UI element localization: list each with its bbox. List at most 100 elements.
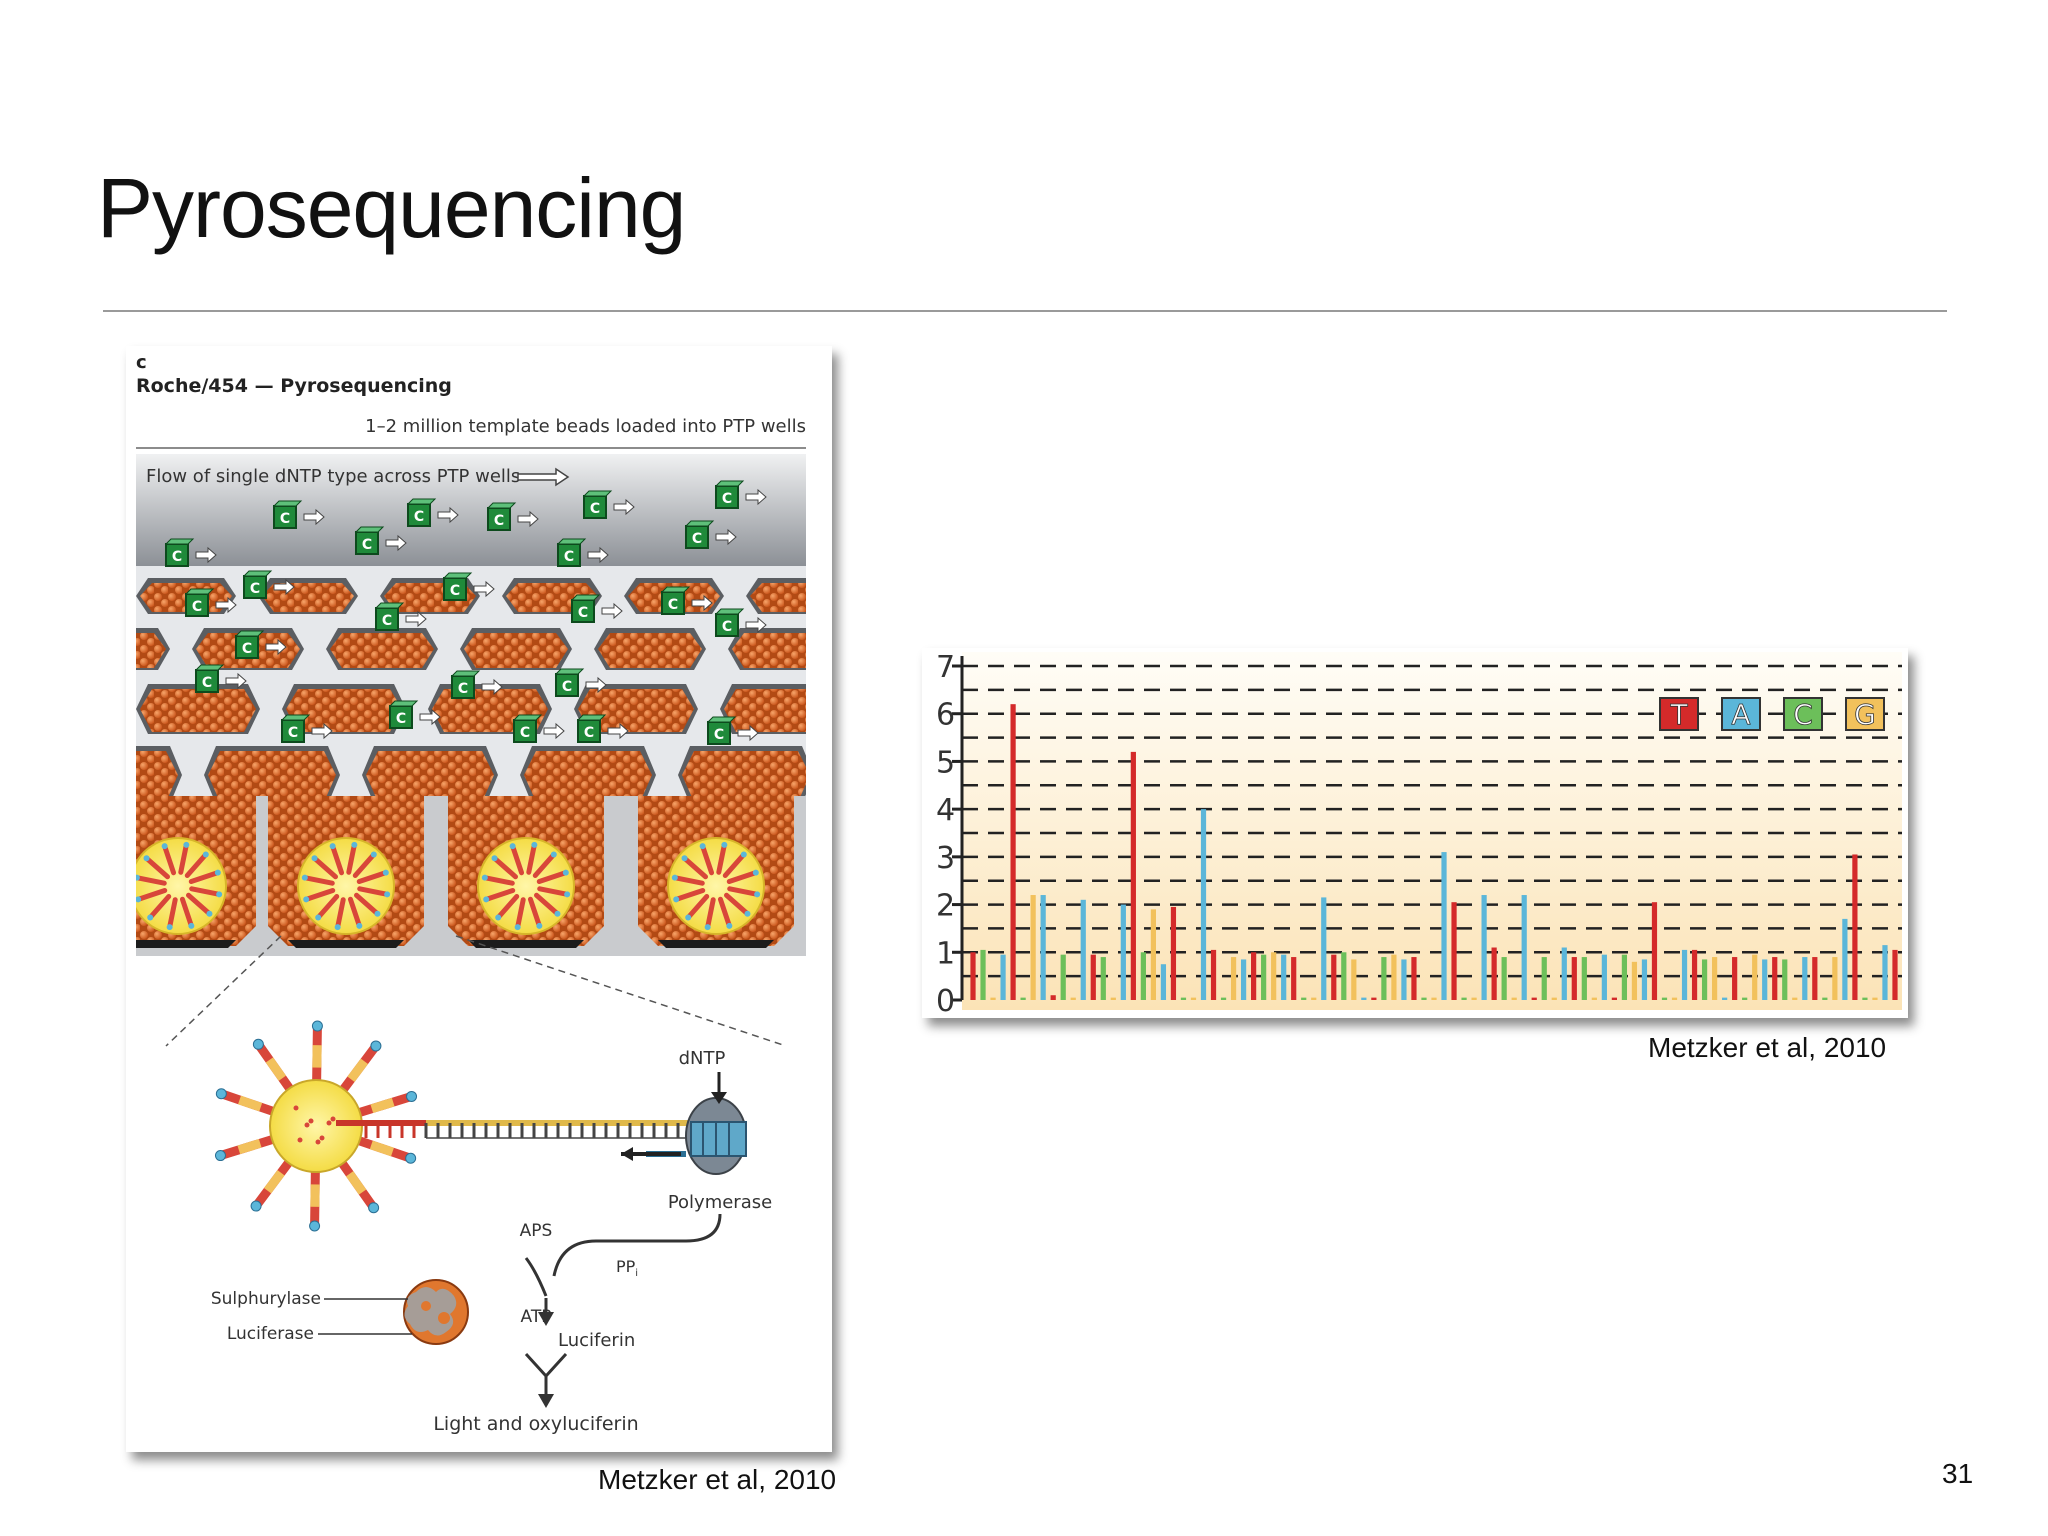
nucleotide-cube-icon: C bbox=[554, 668, 607, 697]
legend-item-a: A bbox=[1721, 697, 1761, 731]
nucleotide-cube-icon: C bbox=[450, 670, 503, 699]
bar-a bbox=[1160, 964, 1167, 1000]
bar-a bbox=[1000, 954, 1006, 1000]
bar-g bbox=[1230, 957, 1237, 1000]
roche-454-diagram: c Roche/454 — Pyrosequencing 1–2 million… bbox=[0, 352, 1136, 1435]
legend-item-t: T bbox=[1659, 697, 1699, 731]
bar-a bbox=[1481, 895, 1487, 1000]
bar-c bbox=[1341, 952, 1347, 1000]
bar-a bbox=[1601, 954, 1607, 1000]
svg-text:C: C bbox=[458, 681, 468, 697]
svg-text:C: C bbox=[722, 619, 732, 635]
svg-text:C: C bbox=[382, 613, 392, 629]
bar-a bbox=[1240, 959, 1247, 1000]
bar-c bbox=[1060, 954, 1066, 1000]
bar-g bbox=[1551, 997, 1557, 1000]
bar-t bbox=[1451, 902, 1457, 1000]
svg-text:C: C bbox=[714, 727, 724, 743]
reaction-pathway bbox=[524, 1213, 722, 1396]
bar-g bbox=[1351, 959, 1357, 1000]
legend-swatch bbox=[1783, 697, 1823, 731]
bar-g bbox=[1591, 997, 1597, 1000]
svg-text:C: C bbox=[362, 537, 372, 553]
bar-a bbox=[1040, 895, 1046, 1000]
bar-g bbox=[1391, 954, 1397, 1000]
bar-t bbox=[1491, 947, 1497, 1000]
bar-a bbox=[1722, 997, 1728, 1000]
nucleotide-cube-icon: C bbox=[576, 714, 629, 743]
bar-t bbox=[1170, 906, 1177, 1000]
y-tick-label: 4 bbox=[936, 793, 955, 828]
svg-text:C: C bbox=[494, 513, 504, 529]
dntp-label: dNTP bbox=[679, 1048, 726, 1069]
bar-t bbox=[1892, 949, 1898, 1000]
svg-text:C: C bbox=[242, 641, 252, 657]
bar-t bbox=[1411, 957, 1417, 1000]
bar-c bbox=[1621, 954, 1628, 1000]
atp-arrow-icon bbox=[538, 1312, 554, 1326]
bar-c bbox=[1100, 957, 1106, 1000]
page-number: 31 bbox=[1942, 1458, 1974, 1489]
bar-g bbox=[1872, 997, 1878, 1000]
enzyme-complex-icon bbox=[403, 1279, 469, 1345]
bar-t bbox=[1251, 952, 1257, 1000]
sulphurylase-label: Sulphurylase bbox=[211, 1289, 321, 1309]
bar-t bbox=[1010, 704, 1016, 1000]
nucleotide-cube-icon: C bbox=[354, 526, 407, 555]
bar-a bbox=[1521, 895, 1527, 1000]
bar-g bbox=[990, 997, 996, 1000]
nucleotide-cube-icon: C bbox=[406, 498, 459, 527]
figure-heading: Roche/454 — Pyrosequencing bbox=[136, 375, 452, 397]
bar-t bbox=[1852, 854, 1858, 1000]
bar-t bbox=[1611, 997, 1617, 1000]
bar-g bbox=[1070, 997, 1076, 1000]
bar-g bbox=[1711, 957, 1718, 1000]
bar-t bbox=[1210, 949, 1217, 1000]
bar-c bbox=[980, 949, 986, 1000]
bar-g bbox=[1471, 997, 1477, 1000]
nucleotide-cube-icon: C bbox=[388, 700, 441, 729]
bar-a bbox=[1762, 959, 1768, 1000]
bar-a bbox=[1802, 957, 1808, 1000]
nucleotide-cube-icon: C bbox=[660, 586, 713, 615]
bar-g bbox=[1030, 895, 1036, 1000]
polymerase-icon bbox=[621, 1097, 747, 1175]
grid-lines bbox=[962, 664, 1902, 978]
bar-t bbox=[1772, 957, 1778, 1000]
figure-subheading: 1–2 million template beads loaded into P… bbox=[365, 416, 806, 437]
panel-letter: c bbox=[136, 352, 147, 373]
nucleotide-cube-icon: C bbox=[582, 490, 635, 519]
nucleotide-cube-icon: C bbox=[706, 716, 759, 745]
nucleotide-cube-icon: C bbox=[242, 570, 295, 599]
nucleotide-cube-icon: C bbox=[556, 538, 609, 567]
bar-g bbox=[1190, 997, 1197, 1000]
bar-g bbox=[1832, 957, 1838, 1000]
bar-g bbox=[1150, 909, 1157, 1000]
y-tick-label: 0 bbox=[936, 984, 955, 1018]
bar-a bbox=[1361, 997, 1367, 1000]
bar-a bbox=[1882, 945, 1888, 1000]
svg-text:C: C bbox=[396, 711, 406, 727]
bar-g bbox=[1752, 954, 1758, 1000]
luciferase-label: Luciferase bbox=[227, 1324, 314, 1344]
svg-text:C: C bbox=[202, 675, 212, 691]
svg-text:C: C bbox=[578, 605, 588, 621]
legend-swatch bbox=[1659, 697, 1699, 731]
legend-label: T bbox=[1669, 698, 1688, 731]
svg-text:C: C bbox=[450, 583, 460, 599]
svg-text:C: C bbox=[584, 725, 594, 741]
svg-text:C: C bbox=[590, 501, 600, 517]
bar-t bbox=[1571, 957, 1577, 1000]
aps-label: APS bbox=[520, 1221, 553, 1241]
bar-g bbox=[1671, 997, 1678, 1000]
nucleotide-cube-icon: C bbox=[374, 602, 427, 631]
nucleotide-cube-icon: C bbox=[512, 714, 565, 743]
bar-c bbox=[1541, 957, 1547, 1000]
right-figure-caption: Metzker et al, 2010 bbox=[1648, 1032, 1887, 1063]
bar-c bbox=[1261, 954, 1267, 1000]
ppi-label: PPi bbox=[616, 1257, 638, 1279]
